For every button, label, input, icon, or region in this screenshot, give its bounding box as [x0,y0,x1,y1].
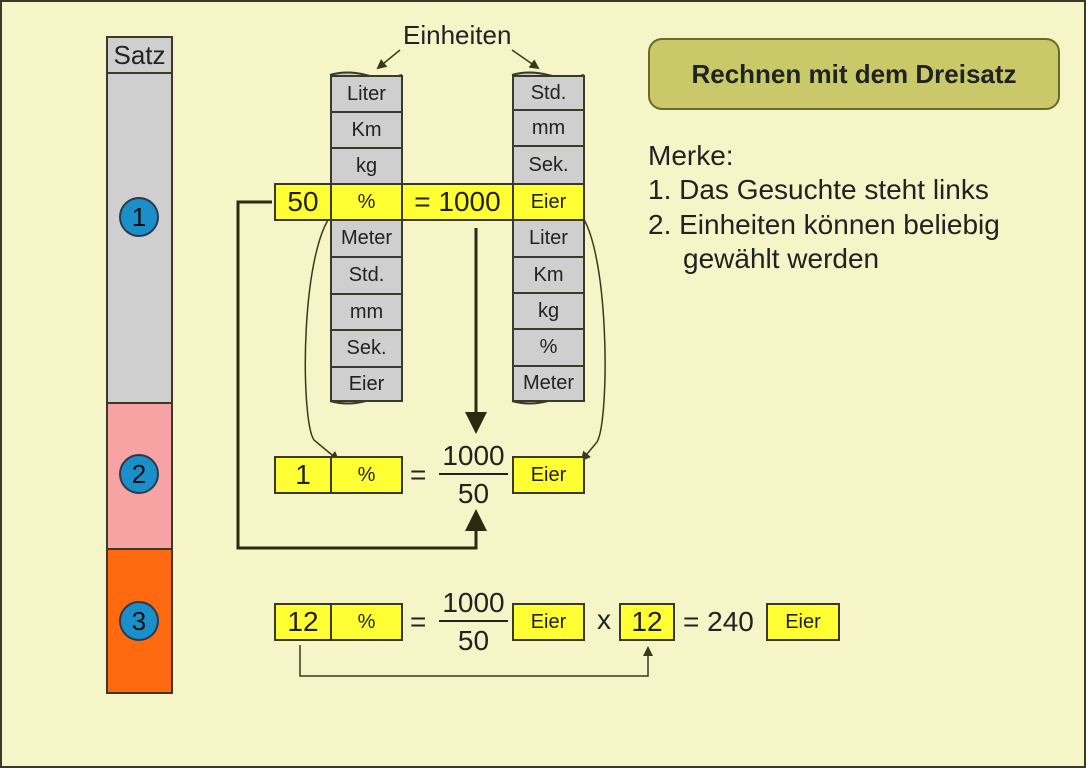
row3-final-unit: Eier [766,603,840,641]
right-unit-cell: Km [512,256,585,294]
right-unit-cell: mm [512,109,585,147]
row3-result-unit: Eier [512,603,585,641]
left-unit-cell: kg [330,147,403,185]
row1-result: = 1000 [401,183,514,221]
row2-equals: = [410,459,427,490]
row3-multiplier: 12 [619,603,675,641]
step1-section [106,72,173,404]
units-label: Einheiten [403,20,512,50]
step-3-badge: 3 [119,601,159,641]
left-unit-cell: Meter [330,219,403,258]
note-2: 2. Einheiten können beliebig [648,209,1000,240]
note-2-continued: gewählt werden [683,243,880,274]
left-unit-cell: Eier [330,366,403,402]
row2-result-unit: Eier [512,456,585,494]
row3-times: x [597,604,611,635]
row3-result: = 240 [683,606,754,637]
row2-numerator: 1000 [442,440,505,471]
left-unit-cell: Sek. [330,329,403,368]
step-2-badge: 2 [119,454,159,494]
row1-value: 50 [274,183,332,221]
row2-unit: % [330,456,403,494]
row3-numerator: 1000 [442,587,505,618]
left-unit-cell: Liter [330,75,403,113]
note-1: 1. Das Gesuchte steht links [648,174,989,205]
right-unit-cell: Sek. [512,145,585,185]
row1-unit: % [330,183,403,221]
step-1-badge: 1 [119,197,159,237]
right-unit-cell: kg [512,292,585,330]
right-unit-cell: % [512,328,585,367]
row3-unit: % [330,603,403,641]
right-unit-cell: Liter [512,219,585,258]
row2-value: 1 [274,456,332,494]
notes-heading: Merke: [648,140,734,171]
title-box: Rechnen mit dem Dreisatz [648,38,1060,110]
left-unit-cell: Km [330,111,403,149]
row1-result-unit: Eier [512,183,585,221]
right-unit-cell: Meter [512,365,585,402]
row2-denominator: 50 [457,478,490,509]
right-unit-cell: Std. [512,75,585,111]
row3-value: 12 [274,603,332,641]
satz-header: Satz [106,36,173,74]
row3-denominator: 50 [457,625,490,656]
left-unit-cell: mm [330,293,403,331]
left-unit-cell: Std. [330,256,403,295]
row3-equals: = [410,606,427,637]
